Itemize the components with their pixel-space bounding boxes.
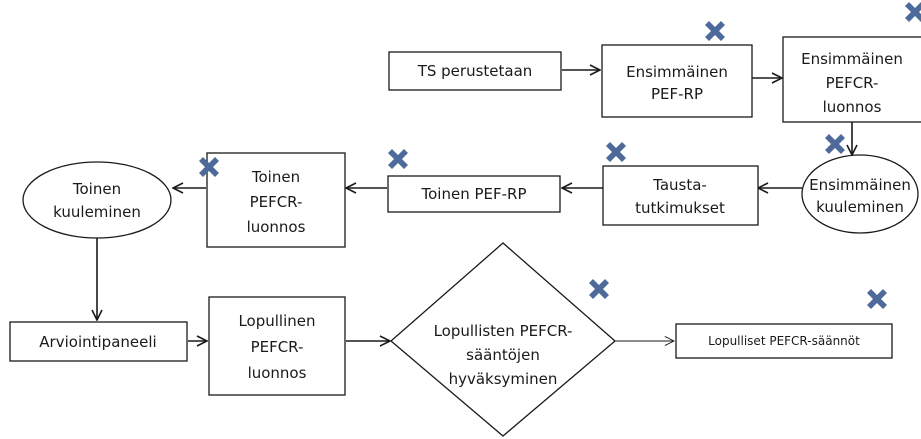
node-label-line-2: kuuleminen	[816, 198, 904, 216]
node-label-line-1: Ensimmäinen	[809, 176, 911, 194]
cross-icon	[705, 21, 725, 41]
cross-icon	[589, 279, 609, 299]
node-second-pefcr-draft: Toinen PEFCR- luonnos	[206, 152, 346, 248]
connectors	[97, 70, 852, 341]
node-label-line-2: PEFCR-	[251, 338, 304, 356]
cross-icon	[388, 149, 408, 169]
node-second-pef-rp: Toinen PEF-RP	[387, 175, 561, 213]
node-final-pefcr-rules: Lopulliset PEFCR-säännöt	[675, 323, 893, 359]
node-label-line-3: hyväksyminen	[449, 370, 558, 388]
cross-icon	[199, 157, 219, 177]
node-label: Toinen PEF-RP	[421, 185, 527, 203]
node-label-line-2: PEFCR-	[250, 193, 303, 211]
node-label-line-1: Ensimmäinen	[626, 63, 728, 81]
node-label-line-2: sääntöjen	[466, 346, 540, 364]
node-label: TS perustetaan	[417, 62, 533, 80]
cross-icon	[867, 289, 887, 309]
node-label-line-1: Lopullisten PEFCR-	[434, 322, 573, 340]
node-label: Lopulliset PEFCR-säännöt	[708, 334, 860, 348]
node-evaluation-panel: Arviointipaneeli	[9, 321, 188, 362]
node-label-line-3: luonnos	[247, 218, 306, 236]
node-label-line-3: luonnos	[823, 98, 882, 116]
markers	[199, 2, 921, 309]
node-label-line-3: luonnos	[248, 364, 307, 382]
cross-icon	[905, 2, 921, 22]
node-label-line-1: Ensimmäinen	[801, 50, 903, 68]
node-final-rules-approval: Lopullisten PEFCR- sääntöjen hyväksymine…	[390, 242, 616, 437]
node-second-consultation: Toinen kuuleminen	[22, 161, 172, 239]
node-final-pefcr-draft: Lopullinen PEFCR- luonnos	[208, 296, 346, 396]
node-label-line-2: tutkimukset	[635, 199, 725, 217]
node-first-pefcr-draft: Ensimmäinen PEFCR- luonnos	[782, 36, 921, 123]
node-label-line-2: PEF-RP	[651, 85, 703, 103]
cross-icon	[606, 142, 626, 162]
node-first-consultation: Ensimmäinen kuuleminen	[801, 154, 919, 234]
node-label-line-1: Lopullinen	[238, 312, 315, 330]
node-ts-perustetaan: TS perustetaan	[388, 51, 562, 91]
node-label-line-1: Tausta-	[652, 176, 707, 194]
cross-icon	[825, 134, 845, 154]
node-label-line-1: Toinen	[251, 168, 300, 186]
node-label-line-2: PEFCR-	[826, 74, 879, 92]
node-label-line-2: kuuleminen	[53, 203, 141, 221]
node-label-line-1: Toinen	[72, 180, 121, 198]
node-first-pef-rp: Ensimmäinen PEF-RP	[601, 44, 753, 118]
node-label: Arviointipaneeli	[39, 333, 156, 351]
node-background-studies: Tausta- tutkimukset	[602, 165, 759, 226]
